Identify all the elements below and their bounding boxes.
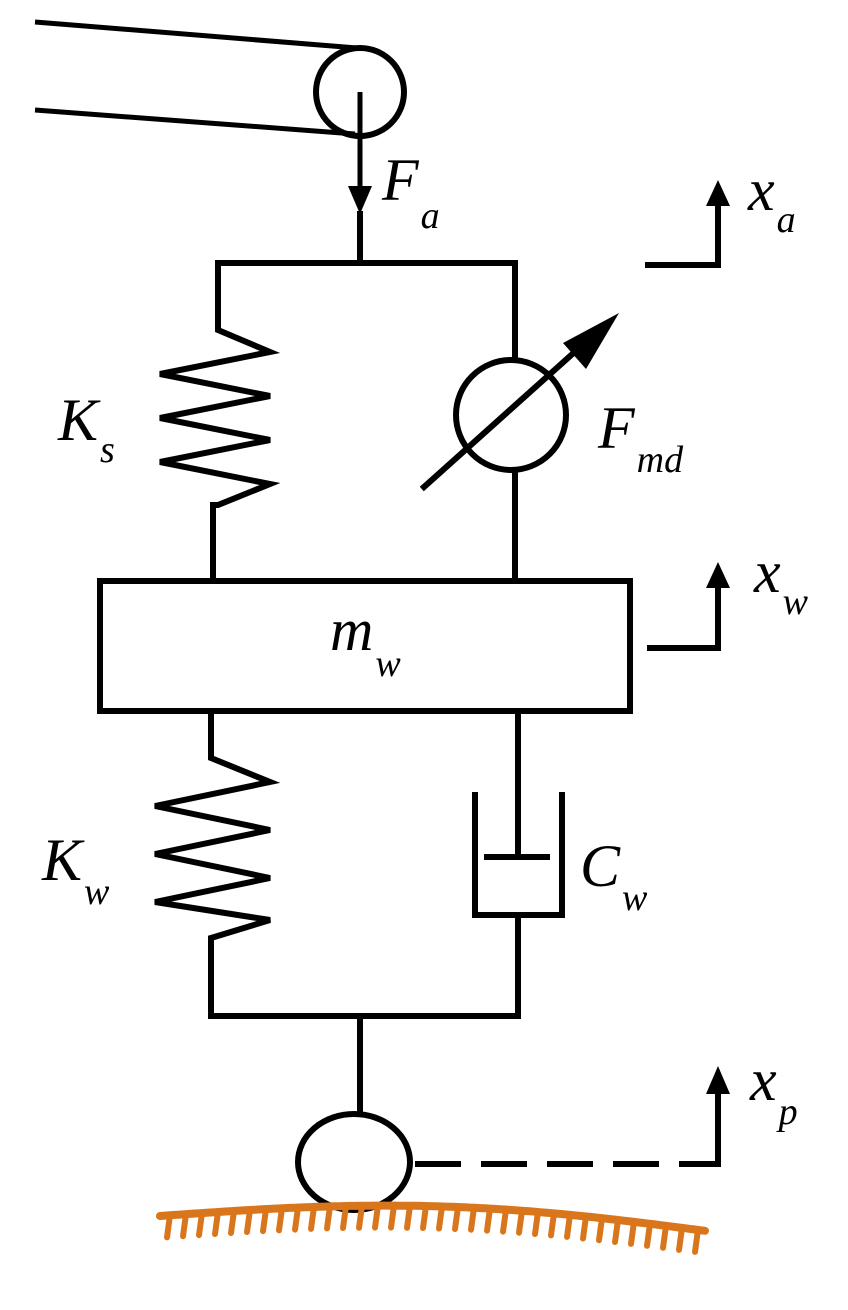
- road-hatch-mark: [532, 1209, 541, 1237]
- road-hatch-mark: [676, 1224, 685, 1253]
- road-hatch-mark: [596, 1215, 605, 1244]
- road-hatch-mark: [292, 1204, 301, 1233]
- controllable-damper-fmd: [419, 260, 619, 581]
- road-hatch-mark: [500, 1206, 509, 1235]
- road-hatch-mark: [196, 1210, 205, 1239]
- force-fa-arrow: [348, 92, 372, 265]
- road-hatch-mark: [276, 1205, 285, 1234]
- label-xa: xa: [747, 157, 796, 241]
- road-ground: [156, 1201, 709, 1255]
- tire-wheel: [295, 1111, 413, 1213]
- label-xp: xp: [749, 1047, 798, 1133]
- road-hatch-mark: [228, 1208, 237, 1236]
- label-mw: mw: [330, 597, 401, 685]
- road-hatch-mark: [692, 1226, 701, 1255]
- road-hatch-mark: [516, 1207, 525, 1236]
- road-hatch-mark: [180, 1211, 189, 1240]
- road-hatch-mark: [484, 1205, 493, 1234]
- cable-lower: [34, 107, 356, 137]
- label-kw: Kw: [41, 827, 110, 913]
- road-hatch-mark: [420, 1203, 429, 1231]
- spring-ks: [159, 260, 281, 581]
- road-hatch-mark: [260, 1206, 269, 1235]
- road-hatch-mark: [660, 1222, 669, 1251]
- label-cw: Cw: [580, 833, 648, 919]
- displacement-xa-indicator: [645, 180, 730, 268]
- label-fmd: Fmd: [597, 395, 684, 481]
- road-hatch-mark: [308, 1203, 317, 1232]
- road-hatch-mark: [548, 1210, 557, 1239]
- road-hatch-mark: [372, 1202, 381, 1231]
- label-ks: Ks: [57, 387, 115, 471]
- label-fa: Fa: [381, 147, 440, 237]
- road-hatch-mark: [628, 1218, 637, 1247]
- road-hatch-mark: [212, 1209, 221, 1237]
- road-hatch-mark: [468, 1204, 477, 1233]
- label-xw: xw: [753, 539, 809, 623]
- road-hatch-mark: [324, 1203, 333, 1232]
- road-surface-line: [156, 1201, 709, 1235]
- damper-cw: [472, 708, 565, 1019]
- road-hatch-mark: [356, 1202, 365, 1231]
- displacement-xp-indicator: [415, 1066, 730, 1167]
- road-hatch-mark: [644, 1220, 653, 1249]
- cable-upper: [34, 19, 358, 51]
- road-hatch-mark: [452, 1204, 461, 1232]
- road-hatch-mark: [164, 1212, 173, 1241]
- road-hatch-mark: [436, 1203, 445, 1232]
- displacement-xw-indicator: [647, 562, 730, 651]
- road-hatch-mark: [340, 1203, 349, 1231]
- road-hatch-mark: [388, 1202, 397, 1231]
- road-hatch-mark: [580, 1213, 589, 1242]
- road-hatch-mark: [244, 1207, 253, 1235]
- road-hatch-mark: [564, 1211, 573, 1240]
- road-hatch-mark: [612, 1217, 621, 1245]
- spring-kw: [154, 708, 281, 1019]
- road-hatch-mark: [404, 1202, 413, 1231]
- mass-mw-block: [97, 578, 633, 714]
- pulley-assembly: [34, 19, 407, 139]
